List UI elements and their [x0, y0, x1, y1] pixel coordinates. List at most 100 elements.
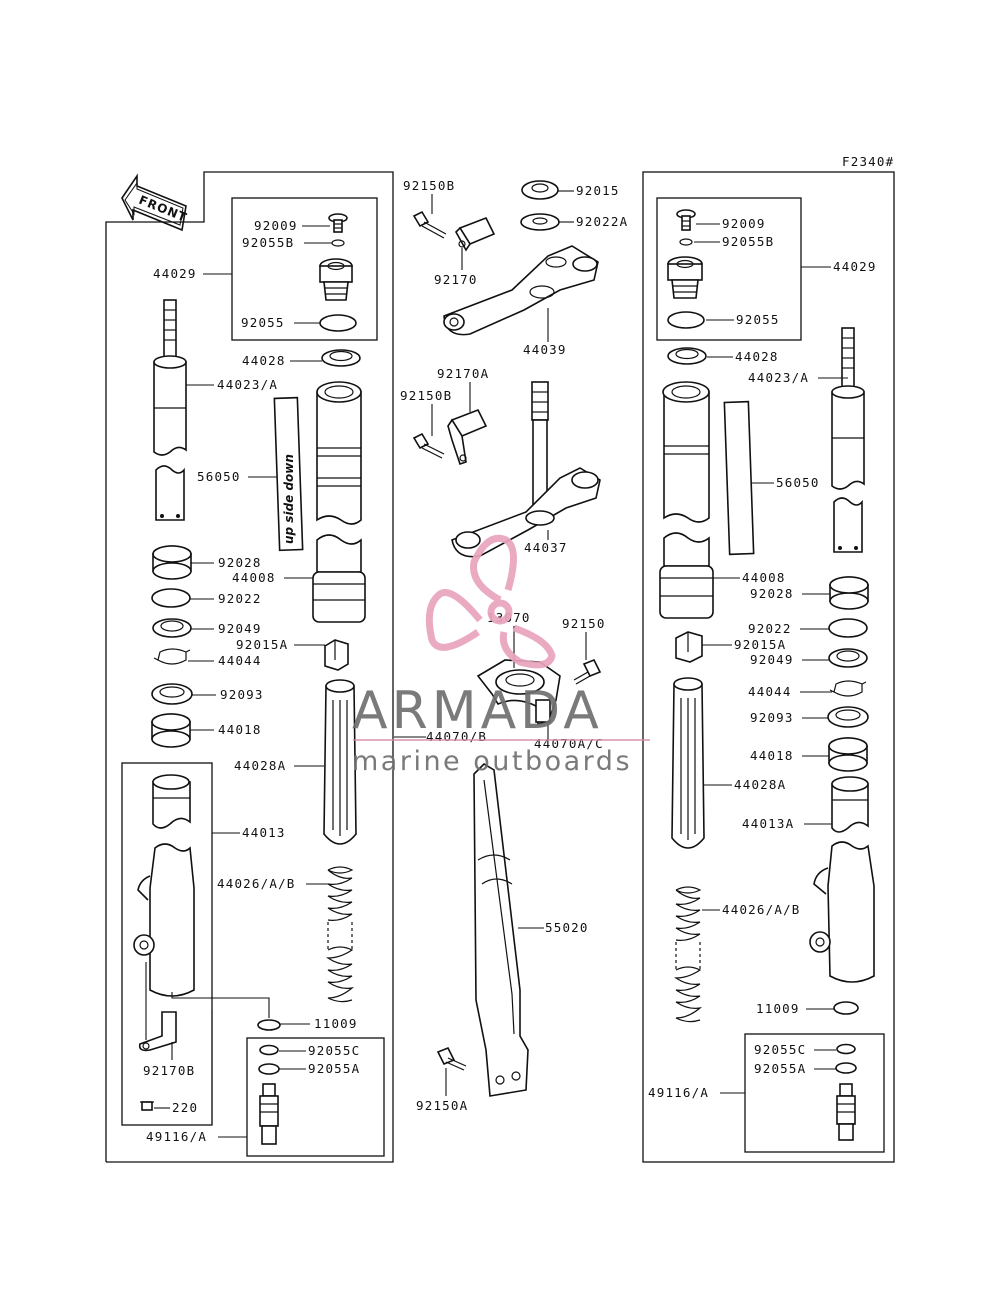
bushing-92028-icon [152, 545, 192, 580]
decal-text: up side down [282, 454, 296, 544]
label-r-56050: 56050 [776, 475, 820, 490]
label-92028: 92028 [218, 555, 262, 570]
propeller-logo-icon [425, 534, 556, 669]
label-92055: 92055 [241, 315, 285, 330]
label-92055c: 92055C [308, 1043, 360, 1058]
label-44008: 44008 [232, 570, 276, 585]
bolt-92150b-icon [412, 210, 447, 239]
bushing-44018-right-icon [828, 737, 868, 772]
label-r-44013a: 44013A [742, 816, 794, 831]
valve-49116a-icon [259, 1083, 279, 1145]
label-r-44029: 44029 [833, 259, 877, 274]
collar-44028-right-icon [667, 347, 707, 365]
label-56050: 56050 [197, 469, 241, 484]
label-r-92049: 92049 [750, 652, 794, 667]
label-r-49116a: 49116/A [648, 1085, 709, 1100]
label-r-92055a: 92055A [754, 1061, 806, 1076]
collar-44028-icon [321, 349, 361, 367]
nut-92015-icon [521, 180, 559, 200]
label-r-44023a: 44023/A [748, 370, 809, 385]
circlip-44044-icon [153, 648, 191, 665]
oring-92055c-icon [259, 1044, 279, 1056]
label-92022a: 92022A [576, 214, 628, 229]
washer-11009-icon [257, 1019, 281, 1031]
label-92150b-1: 92150B [403, 178, 455, 193]
nut-92015a-right-icon [675, 631, 703, 663]
label-92093: 92093 [220, 687, 264, 702]
label-44028: 44028 [242, 353, 286, 368]
screw-92009-right-icon [676, 209, 696, 231]
bracket-44070-icon [476, 659, 561, 725]
bolt-92150b-2-icon [412, 432, 445, 459]
lower-leg-44013a-right-icon [809, 776, 875, 983]
label-55020: 55020 [545, 920, 589, 935]
cap-bolt-44029-icon [319, 258, 353, 301]
label-r-92093: 92093 [750, 710, 794, 725]
decal-56050-right-icon [723, 400, 755, 556]
seal-92093-icon [151, 683, 193, 705]
cap-bolt-44029-right-icon [667, 256, 703, 299]
nut-92015a-icon [324, 639, 349, 671]
outer-tube-44008-icon [312, 381, 366, 623]
bushing-44018-icon [151, 713, 191, 748]
label-92055a: 92055A [308, 1061, 360, 1076]
label-49116a: 49116/A [146, 1129, 207, 1144]
label-r-44018: 44018 [750, 748, 794, 763]
label-r-92055: 92055 [736, 312, 780, 327]
spring-44026-right-icon [674, 886, 703, 1023]
oring-92055a-icon [258, 1063, 280, 1075]
oring-92055c-right-icon [836, 1043, 856, 1055]
label-92049: 92049 [218, 621, 262, 636]
oil-seal-92049-icon [152, 618, 192, 638]
valve-49116a-right-icon [836, 1083, 856, 1141]
decal-56050-icon: up side down [273, 396, 304, 552]
circlip-44044-right-icon [829, 680, 867, 697]
label-11009: 11009 [314, 1016, 358, 1031]
label-r-44026ab: 44026/A/B [722, 902, 801, 917]
center-parts [412, 180, 602, 1097]
label-r-92015a: 92015A [734, 637, 786, 652]
label-44028a: 44028A [234, 758, 286, 773]
label-r-44028a: 44028A [734, 777, 786, 792]
seal-92093-right-icon [827, 706, 869, 728]
right-fork-parts [659, 209, 875, 1141]
spring-44026-icon [326, 866, 355, 1003]
damper-rod-44023-icon [153, 299, 187, 521]
right-leaders [694, 223, 848, 1094]
clamp-92170a-icon [447, 408, 488, 466]
label-r-44044: 44044 [748, 684, 792, 699]
bolt-220-icon [140, 1101, 154, 1111]
washer-92022-right-icon [828, 618, 868, 638]
label-92170b: 92170B [143, 1063, 195, 1078]
label-44044: 44044 [218, 653, 262, 668]
label-92009: 92009 [254, 218, 298, 233]
fork-guard-44028a-icon [323, 679, 357, 845]
watermark-subtitle: marine outboards [352, 746, 632, 777]
front-arrow-icon: FRONT [121, 173, 189, 232]
label-r-92055c: 92055C [754, 1042, 806, 1057]
label-92055b: 92055B [242, 235, 294, 250]
left-labels: 92009 92055B 44029 92055 44028 44023/A 5… [143, 218, 360, 1144]
label-r-44008: 44008 [742, 570, 786, 585]
left-leaders [145, 225, 332, 1138]
label-220: 220 [172, 1100, 198, 1115]
label-92170: 92170 [434, 272, 478, 287]
right-labels: 92009 92055B 44029 92055 44028 44023/A 5… [648, 216, 877, 1100]
label-r-92055b: 92055B [722, 234, 774, 249]
bushing-92028-right-icon [829, 576, 869, 610]
label-r-11009: 11009 [756, 1001, 800, 1016]
label-44023a: 44023/A [217, 377, 278, 392]
bracket-92170b-icon [138, 1011, 177, 1052]
label-92015a: 92015A [236, 637, 288, 652]
label-r-92022: 92022 [748, 621, 792, 636]
label-44039: 44039 [523, 342, 567, 357]
bolt-92150-icon [573, 658, 602, 685]
label-r-44028: 44028 [735, 349, 779, 364]
label-r-92028: 92028 [750, 586, 794, 601]
oil-seal-92049-right-icon [828, 648, 868, 668]
label-44018: 44018 [218, 722, 262, 737]
bolt-92150a-icon [436, 1046, 467, 1071]
label-44013: 44013 [242, 825, 286, 840]
oring-92055-right-icon [667, 311, 705, 329]
